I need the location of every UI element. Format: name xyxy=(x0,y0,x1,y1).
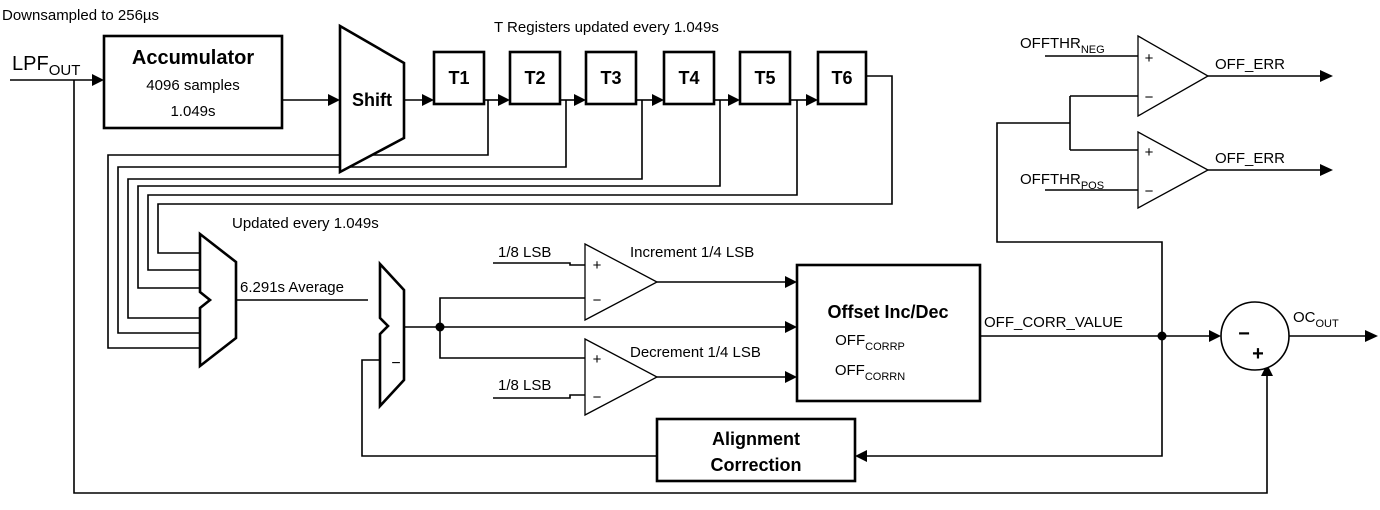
comparator-plus: + xyxy=(1145,50,1154,67)
signal-wires xyxy=(10,55,1365,494)
offthr-pos-label: OFFTHRPOS xyxy=(1020,171,1104,192)
register-label: T1 xyxy=(448,68,469,88)
junction-dot xyxy=(435,322,445,332)
accumulator-samples: 4096 samples xyxy=(146,77,239,94)
comparator-minus: − xyxy=(593,292,602,309)
junction-dot xyxy=(1157,331,1167,341)
comparator-plus: + xyxy=(593,257,602,274)
register-label: T4 xyxy=(678,68,699,88)
alignment-correction-block: Alignment Correction xyxy=(655,417,857,483)
arrow-icon xyxy=(92,74,104,86)
off-corrn-label: OFFCORRN xyxy=(835,362,905,383)
subtract-minus-sign: − xyxy=(391,355,400,372)
increment-label: Increment 1/4 LSB xyxy=(630,244,754,261)
lpf-out-label: LPFOUT xyxy=(12,53,80,79)
register-t4: T4 xyxy=(662,50,716,106)
register-label: T3 xyxy=(600,68,621,88)
averaging-mux xyxy=(198,231,238,369)
comparator-plus: + xyxy=(1145,144,1154,161)
shift-label: Shift xyxy=(352,90,392,110)
shift-block: Shift xyxy=(338,23,406,175)
junction-dots xyxy=(435,322,1167,341)
comparator-minus: − xyxy=(593,389,602,406)
accumulator-title: Accumulator xyxy=(132,47,254,69)
alignment-line-2: Correction xyxy=(710,455,801,475)
summer-minus: − xyxy=(1238,323,1250,345)
comparator-minus: − xyxy=(1145,183,1154,200)
arrow-icon xyxy=(498,94,510,106)
accumulator-period: 1.049s xyxy=(170,103,215,120)
accumulator-block: Accumulator 4096 samples 1.049s xyxy=(102,34,284,130)
arrow-icon xyxy=(1320,70,1333,82)
arrow-icon xyxy=(1209,330,1221,342)
arrow-icon xyxy=(1365,330,1378,342)
decrement-label: Decrement 1/4 LSB xyxy=(630,344,761,361)
positive-threshold-comparator: + − xyxy=(1137,130,1210,210)
arrow-icon xyxy=(806,94,818,106)
downsampled-label: Downsampled to 256µs xyxy=(2,7,159,24)
lsb-increment-threshold: 1/8 LSB xyxy=(498,244,551,261)
arrow-icon xyxy=(785,321,797,333)
register-t3: T3 xyxy=(584,50,638,106)
t-registers-note: T Registers updated every 1.049s xyxy=(494,19,719,36)
arrow-icon xyxy=(855,450,867,462)
arrow-icon xyxy=(422,94,434,106)
arrow-icon xyxy=(1261,364,1273,376)
arrow-icon xyxy=(574,94,586,106)
off-corr-value-label: OFF_CORR_VALUE xyxy=(984,314,1123,331)
updated-every-label: Updated every 1.049s xyxy=(232,215,379,232)
t-registers: T1 T2 T3 T4 T5 T6 xyxy=(432,50,868,106)
arrowheads xyxy=(92,70,1378,462)
offthr-neg-label: OFFTHRNEG xyxy=(1020,35,1105,56)
offset-title: Offset Inc/Dec xyxy=(827,302,948,322)
comparator-plus: + xyxy=(593,351,602,368)
arrow-icon xyxy=(785,371,797,383)
comparator-minus: − xyxy=(1145,89,1154,106)
alignment-line-1: Alignment xyxy=(712,429,800,449)
summing-junction: − + xyxy=(1220,301,1290,371)
arrow-icon xyxy=(728,94,740,106)
off-err-bottom-label: OFF_ERR xyxy=(1215,150,1285,167)
register-t1: T1 xyxy=(432,50,486,106)
decrement-comparator: + − xyxy=(584,337,659,417)
negative-threshold-comparator: + − xyxy=(1137,34,1210,118)
off-corrp-label: OFFCORRP xyxy=(835,332,905,353)
oc-out-label: OCOUT xyxy=(1293,309,1339,330)
subtract-mux: − xyxy=(378,260,406,410)
arrow-icon xyxy=(785,276,797,288)
arrow-icon xyxy=(652,94,664,106)
increment-comparator: + − xyxy=(584,242,659,322)
summer-plus: + xyxy=(1252,343,1264,365)
offset-inc-dec-block: Offset Inc/Dec OFFCORRP OFFCORRN xyxy=(795,263,982,403)
average-label: 6.291s Average xyxy=(240,279,344,296)
off-err-top-label: OFF_ERR xyxy=(1215,56,1285,73)
register-t5: T5 xyxy=(738,50,792,106)
register-label: T5 xyxy=(754,68,775,88)
register-label: T6 xyxy=(831,68,852,88)
arrow-icon xyxy=(1320,164,1333,176)
register-label: T2 xyxy=(524,68,545,88)
register-t6: T6 xyxy=(816,50,868,106)
arrow-icon xyxy=(328,94,340,106)
lsb-decrement-threshold: 1/8 LSB xyxy=(498,377,551,394)
register-t2: T2 xyxy=(508,50,562,106)
